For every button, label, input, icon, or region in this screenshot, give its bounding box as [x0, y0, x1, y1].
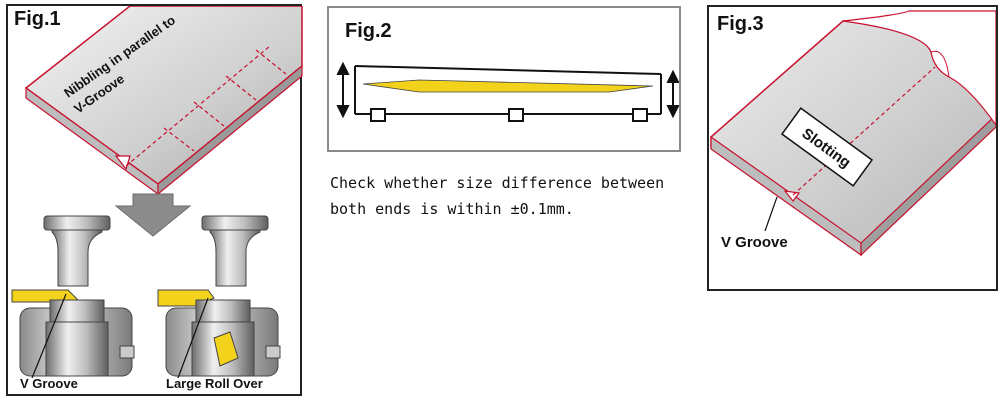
sheet-metal-plate: Nibbling in parallel to V-Groove [24, 6, 303, 196]
figure-2-panel: Fig.2 [327, 6, 681, 152]
roll-over-leader-line [177, 297, 209, 379]
curled-flap [842, 10, 996, 127]
figure-1-panel: Nibbling in parallel to V-Groove [6, 4, 303, 396]
slotting-label-box: Slotting [780, 107, 874, 187]
yellow-strip [362, 79, 654, 93]
figure-2-title: Fig.2 [343, 20, 394, 43]
label-v-groove-3: V Groove [721, 234, 788, 251]
v-groove-leader-3 [764, 196, 778, 232]
right-dimension-arrow [666, 69, 679, 119]
support-left [370, 108, 386, 122]
roll-over-chip [213, 331, 239, 367]
top-edge-line [354, 65, 662, 75]
right-punch-tool [201, 215, 269, 287]
label-large-roll-over: Large Roll Over [166, 376, 263, 391]
caption-line-2: both ends is within ±0.1mm. [330, 200, 574, 218]
slotting-line [792, 66, 936, 196]
left-die-block [19, 299, 135, 377]
down-arrow-icon [114, 193, 192, 237]
figure-3-title: Fig.3 [715, 13, 766, 36]
left-punch-tool [43, 215, 111, 287]
figure-3-panel: Slotting V Groove Fig.3 [707, 5, 998, 291]
v-groove-leader-line [31, 293, 67, 379]
figure-1-drawing: Nibbling in parallel to V-Groove [11, 6, 303, 391]
figure-1-title: Fig.1 [12, 8, 63, 31]
right-die-block [165, 299, 281, 377]
nibbling-path-lines [125, 45, 287, 167]
figure-2-drawing [336, 61, 679, 122]
figure-3-drawing: Slotting V Groove [710, 10, 996, 257]
figure-2-caption: Check whether size difference between bo… [330, 170, 690, 222]
support-middle [508, 108, 524, 122]
caption-line-1: Check whether size difference between [330, 174, 665, 192]
left-dimension-arrow [336, 61, 350, 119]
support-right [632, 108, 648, 122]
label-v-groove: V Groove [20, 376, 78, 391]
